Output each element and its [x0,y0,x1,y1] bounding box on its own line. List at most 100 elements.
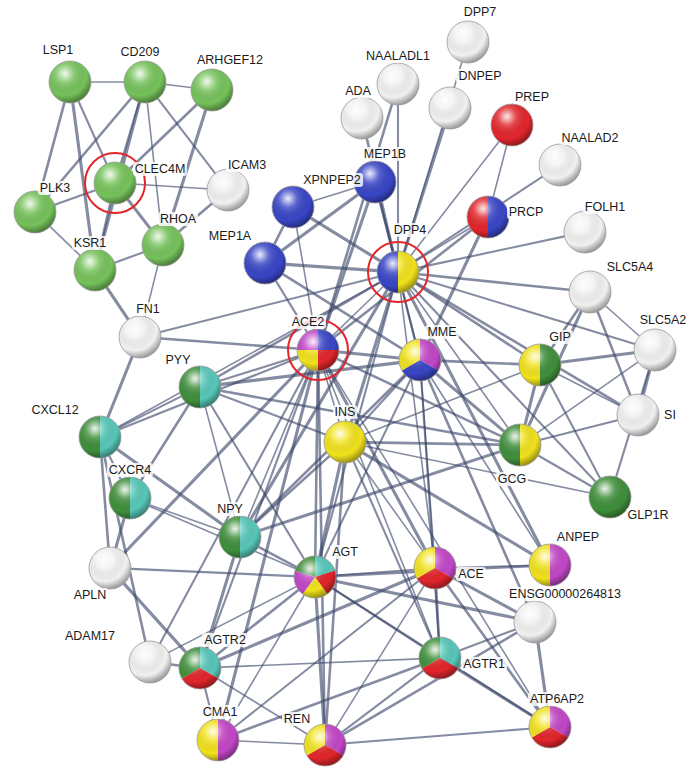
sphere-gloss [399,339,441,381]
sphere-gloss [589,476,631,518]
protein-node: AGTR1 [419,637,461,679]
interaction-edge [169,587,297,653]
interaction-edge [366,442,499,444]
highlight-ring [368,242,428,302]
protein-node: CXCL12 [79,416,121,458]
interaction-edge [218,283,380,377]
sphere-gloss [129,641,171,683]
sphere-fill [14,191,56,233]
sphere-fill [119,316,161,358]
interaction-edge [458,669,532,716]
protein-label: DPP7 [462,5,499,19]
protein-label: DPP4 [392,223,429,237]
protein-node: AGT [294,556,336,598]
protein-node: NPY [219,516,261,558]
interaction-edge [119,396,181,427]
sphere-fill [514,601,556,643]
protein-node: ANPEP [529,544,571,586]
sphere-gloss [419,637,461,679]
protein-sphere [79,416,121,458]
sphere-fill [324,421,366,463]
protein-label: ARHGEF12 [195,53,265,67]
interaction-edge [313,188,355,201]
interaction-edge [286,264,377,270]
sphere-gloss [89,547,131,589]
protein-sphere [447,21,489,63]
interaction-edge [41,102,65,191]
sphere-gloss [429,87,471,129]
protein-label: ACE [456,567,486,581]
sphere-fill [634,329,676,371]
interaction-edge [108,357,132,418]
protein-label: INS [333,405,358,419]
protein-node: DNPEP [429,87,471,129]
sphere-gloss [634,329,676,371]
sphere-gloss [341,97,383,139]
protein-sphere [119,316,161,358]
interaction-edge [335,230,472,337]
sphere-gloss [617,394,659,436]
protein-node: SLC5A2 [634,329,676,371]
protein-sphere [377,63,419,105]
protein-sphere [499,424,541,466]
sphere-gloss [377,251,419,293]
sphere-fill [377,63,419,105]
protein-sphere [539,144,581,186]
interaction-edge [171,665,179,666]
protein-node: MME [399,339,441,381]
interaction-edge [255,375,405,523]
protein-sphere [564,211,606,253]
interaction-edge [256,456,330,523]
protein-node: REN [304,724,346,766]
protein-label: NAALADL1 [364,49,432,63]
protein-node: LSP1 [49,61,91,103]
sphere-gloss [539,144,581,186]
protein-sphere [244,242,286,284]
protein-label: ATP6AP2 [528,692,586,706]
protein-node: ADA [341,97,383,139]
protein-label: PREP [513,90,551,104]
protein-node: DPP4 [377,251,419,293]
protein-label: PRCP [507,205,546,219]
protein-sphere [304,724,346,766]
sphere-fill [94,162,136,204]
protein-sphere [129,641,171,683]
protein-node: ACE2 [297,329,339,371]
protein-sphere [519,344,561,386]
protein-sphere [89,547,131,589]
protein-sphere [414,547,456,589]
protein-node: PREP [491,104,533,146]
protein-label: RHOA [158,212,198,226]
protein-sphere [14,191,56,233]
interaction-edge [248,369,310,517]
protein-label: AGT [330,545,360,559]
sphere-fill [564,211,606,253]
sphere-gloss [197,719,239,761]
interaction-edge [559,375,620,406]
interaction-edge [107,287,129,319]
protein-label: ADAM17 [63,629,117,643]
protein-label: CXCR4 [107,463,153,477]
sphere-gloss [304,724,346,766]
protein-sphere [272,186,314,228]
interaction-edge [419,236,565,267]
interaction-edge [166,85,191,88]
protein-sphere [297,329,339,371]
sphere-gloss [74,249,116,291]
protein-sphere [74,249,116,291]
protein-sphere [529,706,571,748]
interaction-edge [221,659,419,667]
protein-label: FN1 [134,302,162,316]
protein-label: ACE2 [290,315,327,329]
protein-label: DNPEP [456,69,503,83]
interaction-edge [346,729,529,744]
sphere-gloss [569,271,611,313]
sphere-gloss [142,224,184,266]
protein-sphere [179,366,221,408]
sphere-gloss [124,61,166,103]
protein-node: SI [617,394,659,436]
sphere-gloss [94,162,136,204]
protein-node: INS [324,421,366,463]
protein-sphere [179,647,221,689]
sphere-fill [207,169,249,211]
